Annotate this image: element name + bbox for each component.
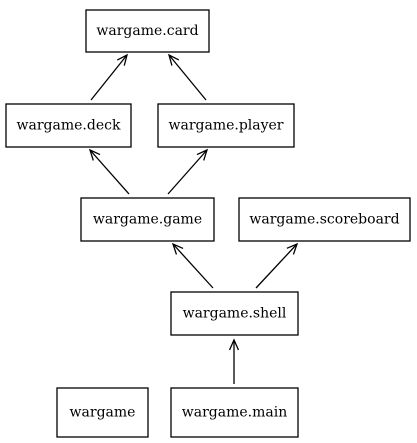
edge-game-to-deck-line <box>89 149 130 195</box>
edge-game-to-player-line <box>167 149 208 195</box>
edge-deck-to-card <box>90 53 128 101</box>
edge-player-to-card-arrowhead-icon <box>167 53 180 66</box>
edge-game-to-player <box>167 148 209 195</box>
edge-shell-to-scoreboard-line <box>255 243 298 289</box>
edge-player-to-card-line <box>168 54 207 101</box>
edge-main-to-shell <box>228 338 240 384</box>
edge-player-to-card <box>167 53 207 101</box>
node-label-wargame-card: wargame.card <box>96 23 198 39</box>
node-label-wargame-game: wargame.game <box>93 212 202 228</box>
edge-shell-to-game <box>171 242 214 289</box>
node-wargame-card: wargame.card <box>85 9 210 53</box>
node-wargame-player: wargame.player <box>157 103 295 148</box>
edge-shell-to-scoreboard <box>255 242 299 289</box>
edge-game-to-deck-arrowhead-icon <box>88 148 101 161</box>
edge-shell-to-game-arrowhead-icon <box>171 242 184 255</box>
node-wargame-shell: wargame.shell <box>170 291 299 336</box>
node-label-wargame-deck: wargame.deck <box>17 118 121 134</box>
edge-shell-to-game-line <box>172 243 214 289</box>
edge-shell-to-scoreboard-arrowhead-icon <box>286 242 299 255</box>
node-label-wargame-player: wargame.player <box>168 118 283 134</box>
node-label-wargame: wargame <box>70 405 136 421</box>
edge-game-to-deck <box>88 148 130 195</box>
node-wargame-main: wargame.main <box>170 387 299 438</box>
edge-main-to-shell-arrowhead-icon <box>228 338 240 351</box>
node-wargame-game: wargame.game <box>80 197 215 242</box>
node-label-wargame-scoreboard: wargame.scoreboard <box>249 212 399 228</box>
node-label-wargame-main: wargame.main <box>182 405 287 421</box>
edge-game-to-player-arrowhead-icon <box>196 148 209 161</box>
node-label-wargame-shell: wargame.shell <box>183 306 287 322</box>
node-wargame: wargame <box>56 387 149 438</box>
edge-deck-to-card-line <box>90 54 128 101</box>
edges-layer <box>88 53 299 384</box>
node-wargame-deck: wargame.deck <box>5 103 132 148</box>
edge-deck-to-card-arrowhead-icon <box>116 53 128 66</box>
node-wargame-scoreboard: wargame.scoreboard <box>238 197 411 242</box>
